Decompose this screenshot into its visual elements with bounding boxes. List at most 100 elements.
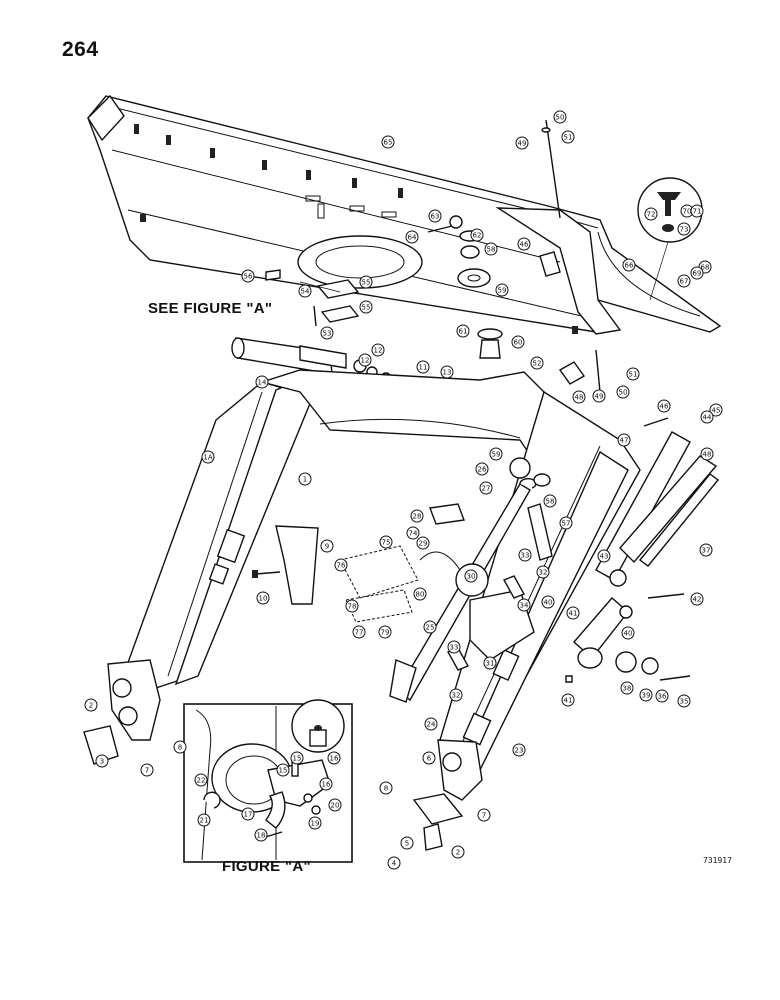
callout-number: 26: [478, 466, 487, 474]
callout-number: 10: [259, 595, 268, 603]
callout-50: 50: [553, 110, 567, 124]
callout-number: 67: [680, 278, 689, 286]
callout-number: 34: [520, 602, 529, 610]
callout-47: 47: [617, 433, 631, 447]
callout-7: 7: [477, 808, 491, 822]
callout-57: 57: [559, 516, 573, 530]
callout-58: 58: [484, 242, 498, 256]
callout-balloon: [387, 856, 401, 870]
callout-73: 73: [677, 222, 691, 236]
callout-number: 59: [492, 451, 501, 459]
callout-number: 2: [456, 849, 460, 857]
callout-number: 2: [89, 702, 93, 710]
callout-balloon: [620, 681, 634, 695]
callout-34: 34: [517, 598, 531, 612]
callout-number: 1: [303, 476, 307, 484]
callout-10: 10: [256, 591, 270, 605]
callout-number: 11: [419, 364, 428, 372]
callout-63: 63: [428, 209, 442, 223]
callout-29: 29: [416, 536, 430, 550]
callout-balloon: [197, 813, 211, 827]
callout-number: 16: [322, 781, 331, 789]
callout-number: 12: [361, 357, 370, 365]
callout-number: 57: [562, 520, 571, 528]
callout-balloon: [657, 399, 671, 413]
callout-78: 78: [345, 599, 359, 613]
callout-46: 46: [657, 399, 671, 413]
callout-number: 8: [384, 785, 388, 793]
callout-21: 21: [197, 813, 211, 827]
callout-balloon: [400, 836, 414, 850]
callout-number: 68: [701, 264, 710, 272]
callout-5: 5: [400, 836, 414, 850]
callout-37: 37: [699, 543, 713, 557]
callout-balloon: [495, 283, 509, 297]
callout-balloon: [543, 494, 557, 508]
callout-16: 16: [327, 751, 341, 765]
callout-number: 62: [473, 232, 482, 240]
callout-number: 16: [330, 755, 339, 763]
callout-balloon: [690, 592, 704, 606]
callout-number: 78: [348, 603, 357, 611]
callout-balloon: [140, 763, 154, 777]
callout-number: 55: [362, 279, 371, 287]
callout-50: 50: [616, 385, 630, 399]
callout-74: 74: [406, 526, 420, 540]
callout-balloon: [410, 509, 424, 523]
callout-balloon: [699, 543, 713, 557]
callout-balloon: [677, 274, 691, 288]
callout-number: 61: [459, 328, 468, 336]
callout-28: 28: [410, 509, 424, 523]
callout-33: 33: [447, 640, 461, 654]
callout-balloon: [677, 222, 691, 236]
callout-16: 16: [319, 777, 333, 791]
callout-13: 13: [440, 365, 454, 379]
callout-42: 42: [690, 592, 704, 606]
callout-43: 43: [597, 549, 611, 563]
callout-58: 58: [543, 494, 557, 508]
callout-balloon: [405, 230, 419, 244]
callout-number: 40: [544, 599, 553, 607]
callout-17: 17: [241, 807, 255, 821]
callout-number: 3: [100, 758, 104, 766]
callout-number: 77: [355, 629, 364, 637]
callout-balloon: [559, 516, 573, 530]
callout-4: 4: [387, 856, 401, 870]
callout-balloon: [592, 389, 606, 403]
callout-number: 48: [703, 451, 712, 459]
callout-2: 2: [84, 698, 98, 712]
callout-balloon: [511, 335, 525, 349]
callout-balloon: [320, 539, 334, 553]
callout-balloon: [489, 447, 503, 461]
callout-balloon: [470, 228, 484, 242]
figure-a-inset: [183, 699, 353, 863]
callout-balloon: [617, 433, 631, 447]
callout-72: 72: [644, 207, 658, 221]
callout-balloon: [622, 258, 636, 272]
callout-number: 15: [293, 755, 302, 763]
callout-number: 29: [419, 540, 428, 548]
callout-balloon: [709, 403, 723, 417]
pivot-hardware: [427, 119, 601, 393]
callout-balloon: [644, 207, 658, 221]
callout-balloon: [359, 300, 373, 314]
callout-1: 1: [298, 472, 312, 486]
callout-balloon: [381, 135, 395, 149]
callout-balloon: [358, 353, 372, 367]
callout-52: 52: [530, 356, 544, 370]
callout-number: 69: [693, 270, 702, 278]
callout-balloon: [518, 548, 532, 562]
callout-number: 12: [374, 347, 383, 355]
callout-balloon: [194, 773, 208, 787]
callout-balloon: [371, 343, 385, 357]
callout-balloon: [484, 242, 498, 256]
callout-balloon: [464, 569, 478, 583]
callout-balloon: [352, 625, 366, 639]
callout-46: 46: [517, 237, 531, 251]
callout-number: 13: [443, 369, 452, 377]
callout-1A: 1A: [201, 450, 215, 464]
callout-balloon: [440, 365, 454, 379]
callout-balloon: [416, 360, 430, 374]
